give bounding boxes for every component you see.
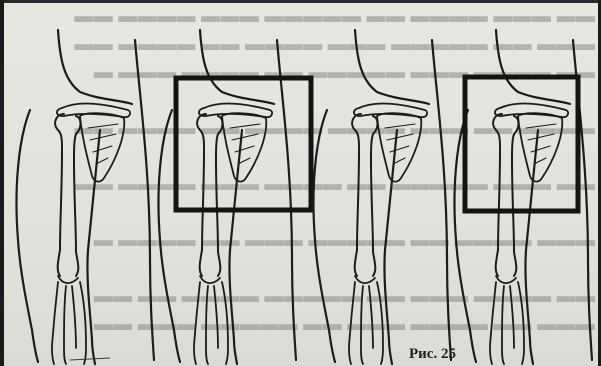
arm-panel-2 bbox=[159, 30, 312, 364]
arm-panel-3 bbox=[314, 30, 452, 364]
highlight-frame-4 bbox=[465, 77, 578, 211]
print-mark bbox=[70, 358, 110, 360]
arm-panel-4 bbox=[455, 30, 593, 364]
arm-panel-1 bbox=[17, 30, 155, 364]
figure-caption: Рис. 25 bbox=[409, 346, 456, 363]
